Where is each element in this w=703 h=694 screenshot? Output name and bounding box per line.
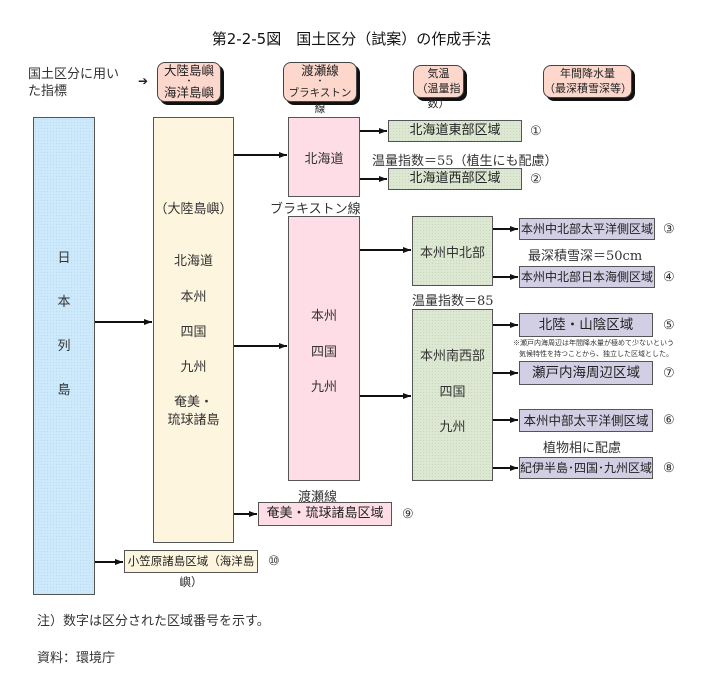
hokkaido-box — [288, 117, 360, 197]
indicator-line1: 気温 — [427, 67, 450, 80]
continental-item: 四国 — [180, 325, 207, 340]
arrow-right-icon: ➔ — [138, 74, 149, 88]
region-box: 本州中北部日本海側区域 — [519, 266, 655, 288]
nansei-item: 四国 — [439, 385, 466, 400]
blakiston-line-label: ブラキストン線 — [270, 202, 361, 217]
region-box: 北海道西部区域 — [388, 168, 522, 190]
temp-index-85-label: 温量指数＝85 — [412, 294, 494, 309]
continental-item: 琉球諸島 — [167, 413, 220, 428]
archipelago-char: 列 — [57, 339, 71, 354]
indicator-line2: ブラキストン線 — [288, 87, 352, 115]
continental-item: 九州 — [180, 360, 207, 375]
region-number: ④ — [663, 270, 675, 285]
indicator-line2: （最深積雪深等） — [544, 82, 632, 95]
region-box: 本州中北部太平洋側区域 — [519, 218, 655, 240]
region-box: 北海道東部区域 — [388, 120, 522, 142]
region-box: 瀬戸内海周辺区域 — [519, 361, 653, 385]
honshu-group-item: 四国 — [310, 345, 337, 360]
honshu-shikoku-kyushu-box — [288, 216, 360, 481]
indicators-label: 国土区分に用いた指標 — [28, 67, 120, 99]
watase-line-label: 渡瀬線 — [298, 490, 338, 505]
region-box: 北陸・山陰区域 — [519, 313, 653, 337]
region-number: ⑥ — [663, 413, 675, 428]
archipelago-char: 島 — [57, 383, 71, 398]
setouchi-note-line1: ※瀬戸内海周辺は年間降水量が極めて少ないという — [513, 339, 674, 347]
footnote: 注）数字は区分された区域番号を示す。 — [37, 614, 270, 629]
region-number: ③ — [663, 222, 675, 237]
continental-islands-box — [153, 117, 234, 543]
indicator-precipitation: 年間降水量 （最深積雪深等） — [543, 65, 632, 98]
region-number: ⑧ — [663, 461, 675, 476]
region-number: ⑤ — [663, 318, 675, 333]
indicator-line2: 海洋島嶼 — [163, 85, 214, 100]
indicator-line1: 渡瀬線 — [301, 63, 339, 78]
region-number: ② — [530, 172, 542, 187]
japan-archipelago-box — [33, 117, 95, 595]
flora-label: 植物相に配慮 — [543, 441, 622, 456]
source-note: 資料：環境庁 — [37, 651, 116, 666]
region-number: ⑨ — [402, 507, 414, 522]
indicator-dot: ・ — [315, 77, 325, 87]
region-box: 本州中部太平洋側区域 — [519, 409, 653, 432]
region-box: 奄美・琉球諸島区域 — [258, 502, 392, 526]
continental-item: 奄美・ — [173, 395, 213, 410]
indicator-line1: 大陸島嶼 — [163, 63, 214, 78]
continental-item: 本州 — [180, 290, 207, 305]
honshu-group-item: 本州 — [310, 309, 337, 324]
archipelago-char: 日 — [57, 251, 71, 266]
indicator-island-type: 大陸島嶼 ・ 海洋島嶼 — [157, 62, 221, 102]
region-number: ⑩ — [268, 554, 280, 569]
region-number: ① — [530, 124, 542, 139]
region-box: 紀伊半島･四国･九州区域 — [519, 457, 653, 479]
nansei-item: 本州南西部 — [419, 349, 485, 364]
region-box: 小笠原諸島区域（海洋島嶼） — [124, 550, 258, 589]
archipelago-char: 本 — [57, 295, 71, 310]
continental-item: 北海道 — [173, 254, 213, 269]
region-number: ⑦ — [663, 366, 675, 381]
indicator-dot: ・ — [184, 77, 194, 87]
honshu-group-item: 九州 — [310, 380, 337, 395]
temp-index-55-label: 温量指数＝55（植生にも配慮） — [372, 154, 558, 169]
snow-depth-label: 最深積雪深＝50cm — [528, 249, 643, 264]
setouchi-note-line2: 気候特性を持つことから、独立した区域とした。 — [519, 350, 673, 358]
honshu-nansei-box — [412, 309, 493, 481]
indicator-line1: 年間降水量 — [560, 67, 615, 80]
indicator-temperature: 気温 （温量指数） — [413, 65, 464, 110]
figure-title: 第2-2-5図 国土区分（試案）の作成手法 — [211, 30, 492, 48]
honshu-chuhoku-box — [412, 216, 493, 286]
nansei-item: 九州 — [439, 420, 466, 435]
indicator-line2: （温量指数） — [416, 82, 461, 110]
continental-islands-header: （大陸島嶼） — [154, 202, 233, 217]
hokkaido-label: 北海道 — [304, 152, 344, 167]
indicator-lines: 渡瀬線 ・ ブラキストン線 — [283, 62, 357, 115]
honshu-chuhoku-label: 本州中北部 — [419, 246, 485, 261]
